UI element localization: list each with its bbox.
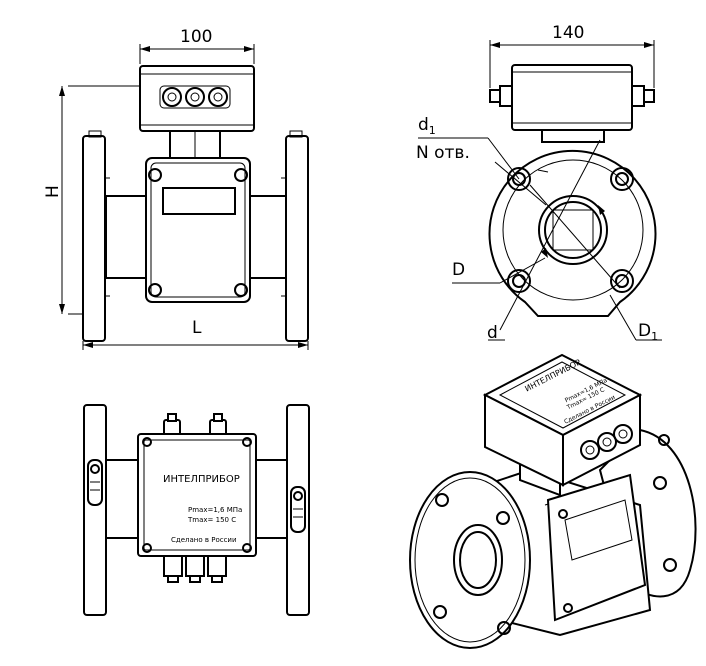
dimension-l-label: L: [192, 318, 202, 338]
top-view: ИНТЕЛПРИБОР Pmax=1,6 МПа Tmax= 150 С Сде…: [83, 404, 310, 616]
grounding-lug-icon: [87, 459, 306, 533]
pmax-label: Pmax=1,6 МПа: [188, 506, 242, 514]
dimension-140-label: 140: [552, 23, 584, 43]
hole-count-label: N отв.: [416, 143, 470, 163]
hole-diameter-label: d1: [418, 115, 436, 137]
dimension-100-label: 100: [180, 27, 212, 47]
side-view: 140 d1 N отв. D d D1: [416, 23, 662, 343]
flange-diameter-label: D: [452, 260, 465, 280]
bolt-circle-label: D1: [638, 321, 658, 343]
origin-label: Сделано в России: [171, 536, 237, 544]
bore-diameter-label: d: [487, 323, 498, 343]
tmax-label: Tmax= 150 С: [187, 516, 236, 524]
front-view: 100 H L: [43, 27, 309, 350]
dimension-h-label: H: [43, 185, 63, 198]
isometric-view: ИНТЕЛПРИБОР Pmax=1,6 МПа Tmax= 150 С Сде…: [409, 353, 697, 649]
cable-gland-icon: [159, 85, 231, 109]
brand-label: ИНТЕЛПРИБОР: [163, 474, 240, 485]
